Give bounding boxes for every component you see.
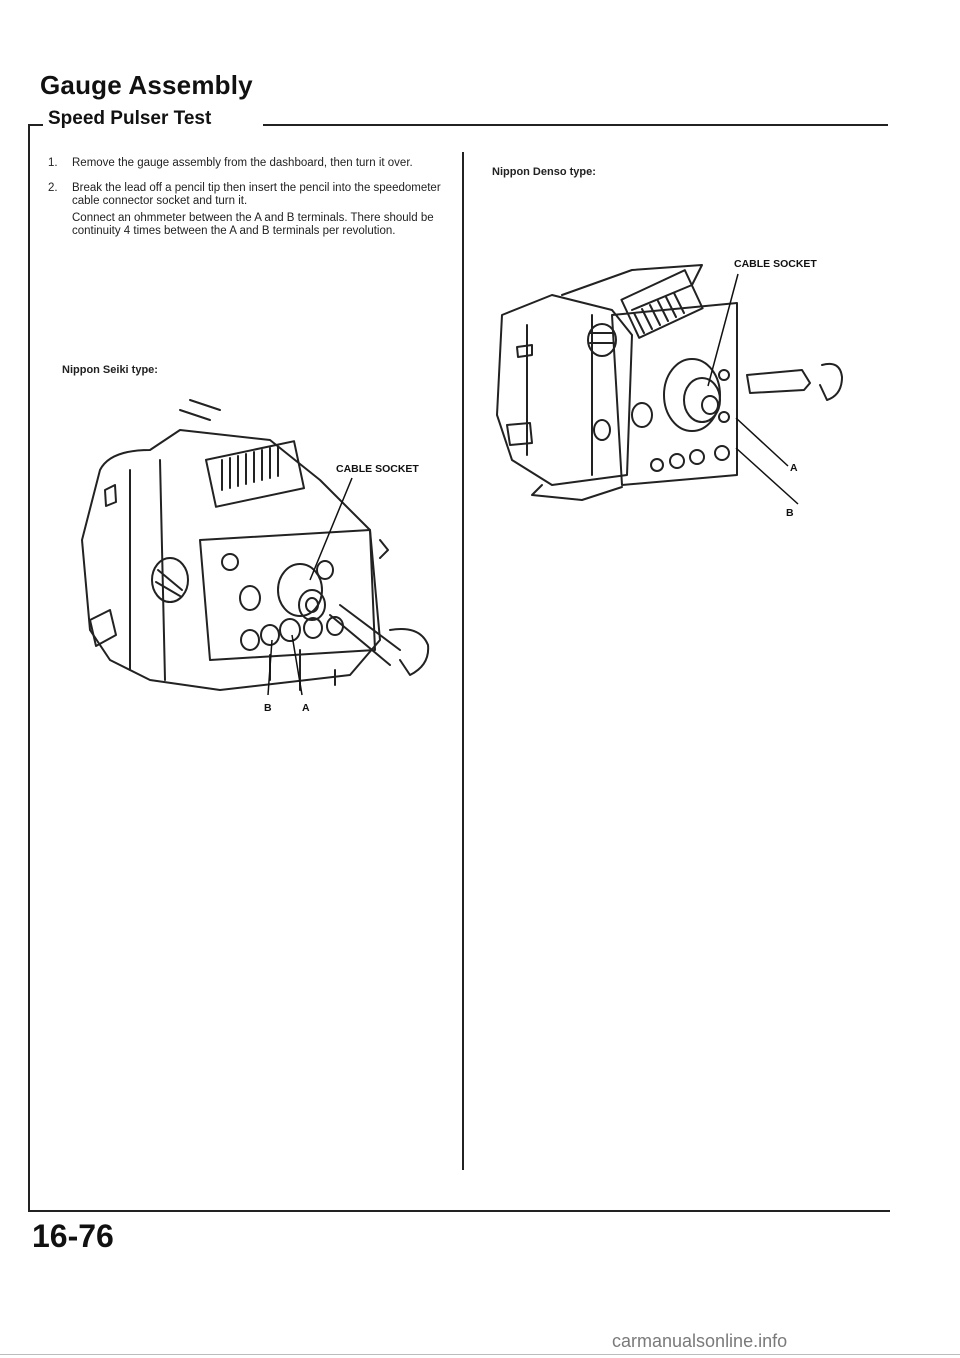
footer-watermark-url[interactable]: carmanualsonline.info: [612, 1331, 788, 1351]
seiki-type-label: Nippon Seiki type:: [62, 364, 158, 376]
denso-gauge-drawing: [496, 264, 843, 501]
seiki-leader-lines: [267, 477, 353, 696]
seiki-cable-socket-callout: CABLE SOCKET: [336, 463, 419, 475]
section-title: Speed Pulser Test: [48, 108, 218, 130]
seiki-gauge-drawing: [81, 399, 430, 691]
section-rule-left: [28, 124, 43, 126]
page-title: Gauge Assembly: [40, 70, 253, 100]
seiki-gauge-illustration: [70, 390, 460, 720]
denso-terminal-a-callout: A: [790, 462, 798, 474]
page-number: 16-76: [32, 1218, 114, 1254]
denso-cable-socket-callout: CABLE SOCKET: [734, 258, 817, 270]
step-text: Break the lead off a pencil tip then ins…: [72, 182, 441, 207]
step-number: 1.: [48, 157, 58, 169]
seiki-terminal-a-callout: A: [302, 702, 310, 714]
step-text: Remove the gauge assembly from the dashb…: [72, 157, 413, 169]
step-text: Connect an ohmmeter between the A and B …: [72, 212, 434, 237]
footer-rule: [0, 1354, 960, 1355]
step-number: 2.: [48, 182, 58, 194]
denso-gauge-illustration: [492, 255, 882, 505]
seiki-terminal-b-callout: B: [264, 702, 272, 714]
section-frame: [28, 124, 890, 1212]
denso-type-label: Nippon Denso type:: [492, 166, 596, 178]
denso-leader-lines: [707, 273, 799, 505]
section-rule-right: [263, 124, 888, 126]
column-divider: [462, 152, 464, 1170]
denso-terminal-b-callout: B: [786, 507, 794, 519]
step-item: 1. Remove the gauge assembly from the da…: [48, 157, 448, 170]
procedure-steps: 1. Remove the gauge assembly from the da…: [48, 157, 448, 250]
step-item: 2. Break the lead off a pencil tip then …: [48, 182, 448, 238]
